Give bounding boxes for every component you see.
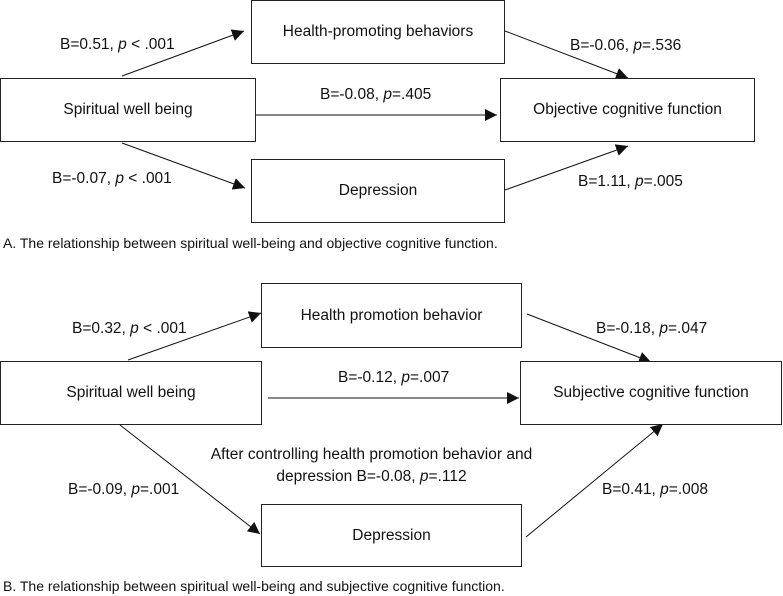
a-mediator2-box: Depression <box>251 159 505 223</box>
a-mediator1-box: Health-promoting behaviors <box>251 0 505 64</box>
b-path-a1-label: B=0.32, p < .001 <box>72 320 187 337</box>
a-predictor-box: Spiritual well being <box>0 78 256 142</box>
a-path-b2-label: B=1.11, p=.005 <box>578 173 683 190</box>
b-note-line1: After controlling health promotion behav… <box>210 446 533 463</box>
a-path-c-label: B=-0.08, p=.405 <box>320 86 432 103</box>
b-predictor-label: Spiritual well being <box>66 384 196 401</box>
arrow-b-predictor-to-mediator2 <box>119 424 261 535</box>
b-caption: B. The relationship between spiritual we… <box>3 578 505 594</box>
b-path-a2-label: B=-0.09, p=.001 <box>68 481 180 498</box>
b-outcome-box: Subjective cognitive function <box>520 361 782 425</box>
arrow-b-predictor-to-mediator1 <box>127 311 262 361</box>
b-path-c-label: B=-0.12, p=.007 <box>338 369 450 386</box>
a-mediator2-label: Depression <box>338 182 418 199</box>
b-mediator2-label: Depression <box>352 526 431 544</box>
b-outcome-label: Subjective cognitive function <box>553 384 749 401</box>
a-predictor-label: Spiritual well being <box>63 101 193 118</box>
b-mediator1-label: Health promotion behavior <box>300 306 483 324</box>
b-path-b2-label: B=0.41, p=.008 <box>602 481 709 498</box>
arrow-b-mediator1-to-outcome <box>526 313 652 364</box>
a-path-a2-label: B=-0.07, p < .001 <box>52 170 172 187</box>
b-path-b1-label: B=-0.18, p=.047 <box>596 320 708 337</box>
b-mediator2-box: Depression <box>261 504 522 567</box>
arrow-a-mediator1-to-outcome <box>504 30 629 80</box>
b-note-line2: depression B=-0.08, p=.112 <box>276 468 467 485</box>
a-outcome-box: Objective cognitive function <box>500 78 755 142</box>
a-path-b1-label: B=-0.06, p=.536 <box>570 37 682 54</box>
arrow-a-predictor-to-mediator2 <box>121 142 246 190</box>
arrow-a-predictor-to-mediator1 <box>121 29 245 77</box>
b-mediator1-box: Health promotion behavior <box>261 283 522 348</box>
arrow-b-mediator2-to-outcome <box>525 423 664 538</box>
a-mediator1-label: Health-promoting behaviors <box>282 23 474 40</box>
a-caption: A. The relationship between spiritual we… <box>3 235 498 251</box>
a-path-a1-label: B=0.51, p < .001 <box>60 36 175 53</box>
b-controlled-effect-note: After controlling health promotion behav… <box>205 444 538 488</box>
b-predictor-box: Spiritual well being <box>0 361 262 425</box>
arrow-a-mediator2-to-outcome <box>504 144 629 191</box>
a-outcome-label: Objective cognitive function <box>533 101 722 118</box>
